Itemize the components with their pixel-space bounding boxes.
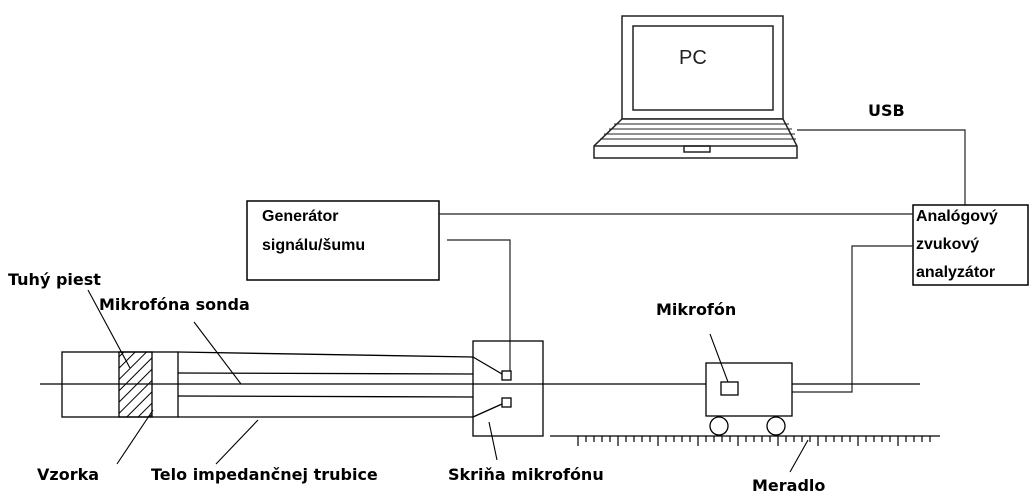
leader-microphone [709,333,729,383]
analyzer-label-line3: analyzátor [916,264,996,281]
rigid-piston-label: Tuhý piest [8,270,101,289]
leader-mic-housing [488,421,498,461]
pc-label: PC [679,47,707,69]
signal-generator-box [246,200,440,281]
leader-rigid-piston [87,289,131,369]
microphone-cart [705,362,793,436]
mic-housing-label: Skriňa mikrofónu [448,465,604,484]
usb-cable-line [797,129,966,205]
generator-label-line2: signálu/šumu [262,237,366,254]
analyzer-microphone-cable [792,245,913,393]
ruler-label: Meradlo [752,476,826,495]
leader-mic-probe [193,321,242,385]
generator-housing-cable [447,239,511,374]
leader-tube-body [215,419,259,465]
leader-sample [116,409,154,465]
analyzer-label-line1: Analógový [916,208,998,225]
microphone-label: Mikrofón [656,300,737,319]
sound-analyzer-box [912,204,1029,286]
impedance-tube [61,351,474,418]
analyzer-label-line2: zvukový [916,236,980,253]
generator-label-line1: Generátor [262,208,339,225]
sample-label: Vzorka [37,465,100,484]
leader-ruler [789,439,809,473]
microphone-housing [472,340,544,437]
ruler [550,435,940,446]
laptop-pc-icon [593,15,798,159]
tube-body-label: Telo impedančnej trubice [151,465,378,484]
usb-label: USB [868,101,905,120]
mic-probe-label: Mikrofóna sonda [99,295,250,314]
